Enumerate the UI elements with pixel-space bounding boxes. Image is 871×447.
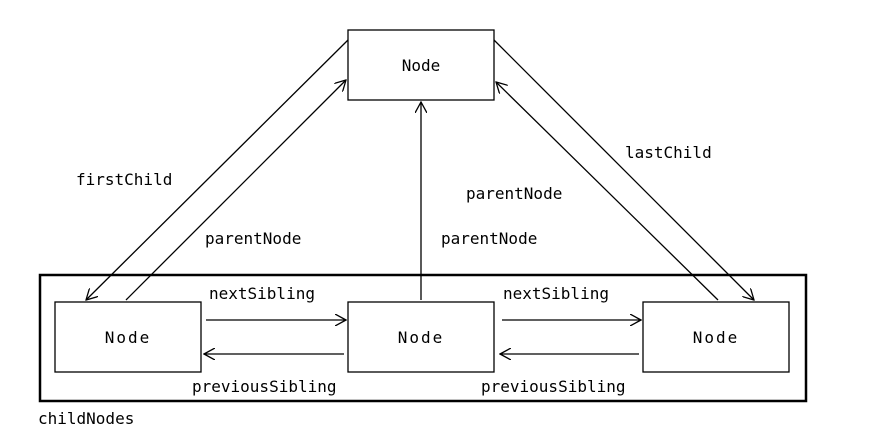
next-sibling-label-1: nextSibling [209,284,315,303]
parent-node-label-middle: parentNode [441,229,537,248]
parent-node-label: Node [402,56,441,75]
parent-node-arrow-left [125,80,346,301]
child-nodes-container [38,273,808,403]
parent-node-arrow-right [496,82,719,301]
previous-sibling-label-2: previousSibling [481,377,626,396]
last-child-arrow [493,39,754,300]
parent-node-label-left: parentNode [205,229,301,248]
last-child-label: lastChild [625,143,712,162]
next-sibling-label-2: nextSibling [503,284,609,303]
middle-child-node-box: Node [347,301,495,373]
last-child-node-box: Node [642,301,790,373]
first-child-label: firstChild [76,170,172,189]
parent-node-box: Node [347,29,495,101]
first-child-node-box: Node [54,301,202,373]
first-child-arrow [86,39,349,300]
last-child-node-label: Node [693,328,740,347]
parent-node-label-right: parentNode [466,184,562,203]
child-nodes-label: childNodes [38,409,134,428]
previous-sibling-label-1: previousSibling [192,377,337,396]
middle-child-node-label: Node [398,328,445,347]
first-child-node-label: Node [105,328,152,347]
